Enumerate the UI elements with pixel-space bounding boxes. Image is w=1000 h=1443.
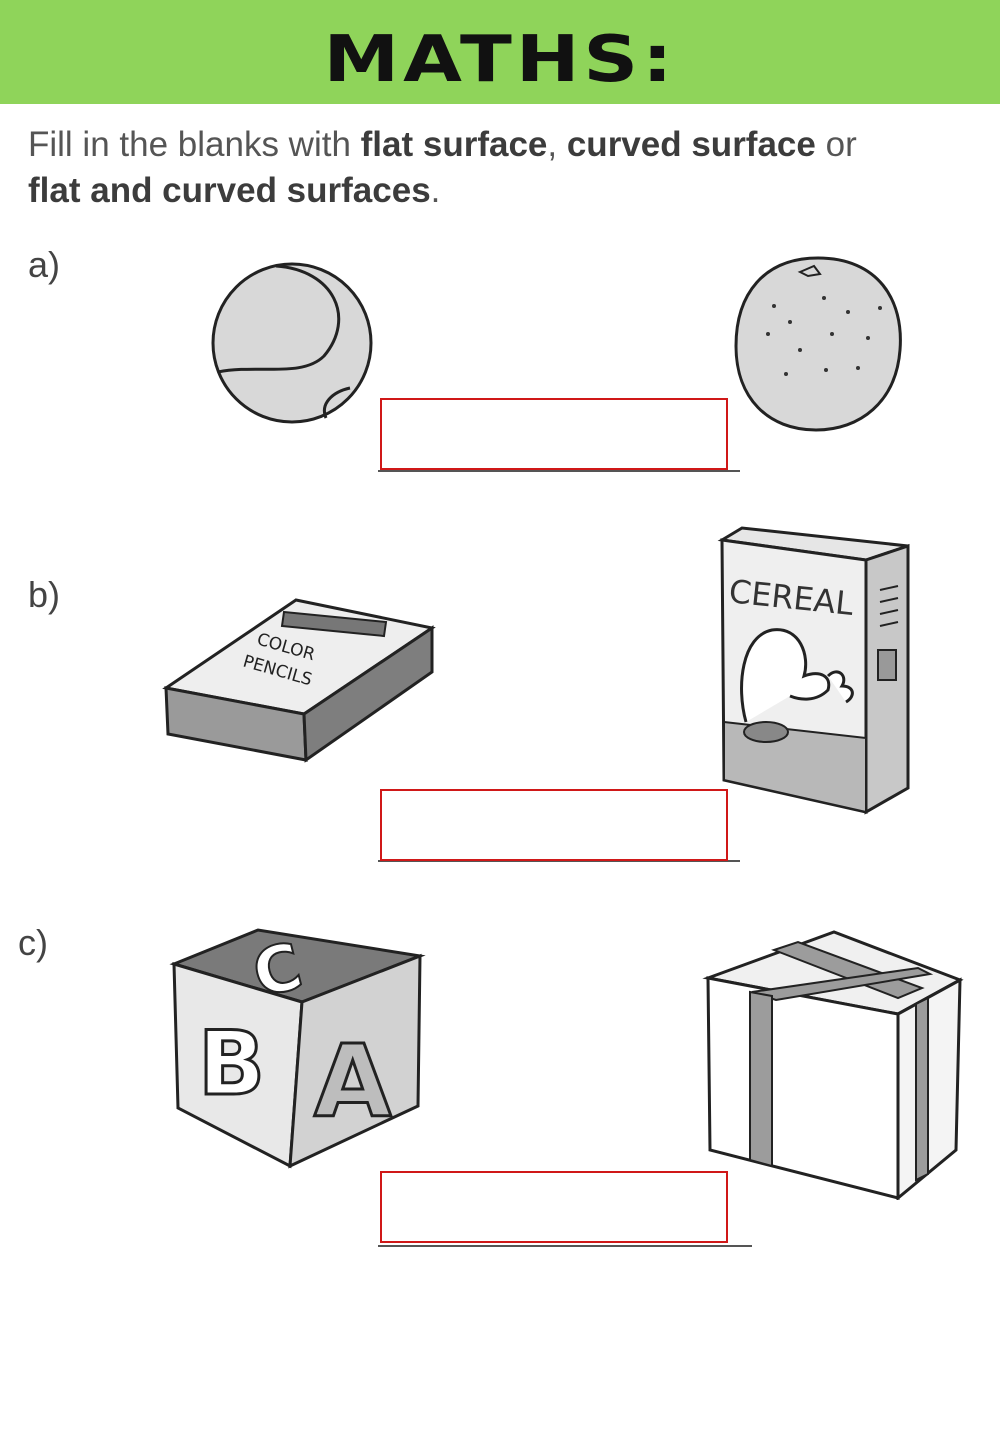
page-title: MATHS: bbox=[323, 20, 677, 97]
option-flat-surface: flat surface bbox=[360, 125, 548, 164]
instruction-prefix: Fill in the blanks with bbox=[28, 125, 361, 164]
option-curved-surface: curved surface bbox=[566, 125, 816, 164]
instructions: Fill in the blanks with flat surface, cu… bbox=[28, 122, 978, 214]
color-pencils-box-image: COLOR PENCILS bbox=[162, 598, 436, 763]
question-label-a: a) bbox=[28, 244, 61, 285]
gift-box-image bbox=[702, 930, 964, 1200]
option-flat-and-curved: flat and curved surfaces bbox=[28, 171, 431, 210]
instruction-separator: , bbox=[547, 125, 567, 164]
abc-block-image: C B A bbox=[169, 928, 426, 1169]
block-letter-a: A bbox=[314, 1023, 391, 1140]
instruction-suffix: . bbox=[430, 171, 441, 210]
cereal-box-image: CEREAL bbox=[717, 526, 910, 815]
orange-image bbox=[734, 256, 902, 432]
block-letter-b: B bbox=[198, 1012, 265, 1115]
answer-underline-a bbox=[378, 470, 740, 472]
answer-input-c[interactable] bbox=[380, 1171, 728, 1243]
answer-underline-c bbox=[378, 1245, 752, 1247]
title-banner: MATHS: bbox=[0, 0, 1000, 104]
instruction-separator: or bbox=[815, 125, 857, 164]
answer-input-a[interactable] bbox=[380, 398, 728, 470]
question-label-c: c) bbox=[18, 922, 48, 963]
answer-input-b[interactable] bbox=[380, 789, 728, 861]
answer-underline-b bbox=[378, 860, 740, 862]
question-label-b: b) bbox=[28, 574, 61, 615]
tennis-ball-image bbox=[211, 262, 373, 424]
